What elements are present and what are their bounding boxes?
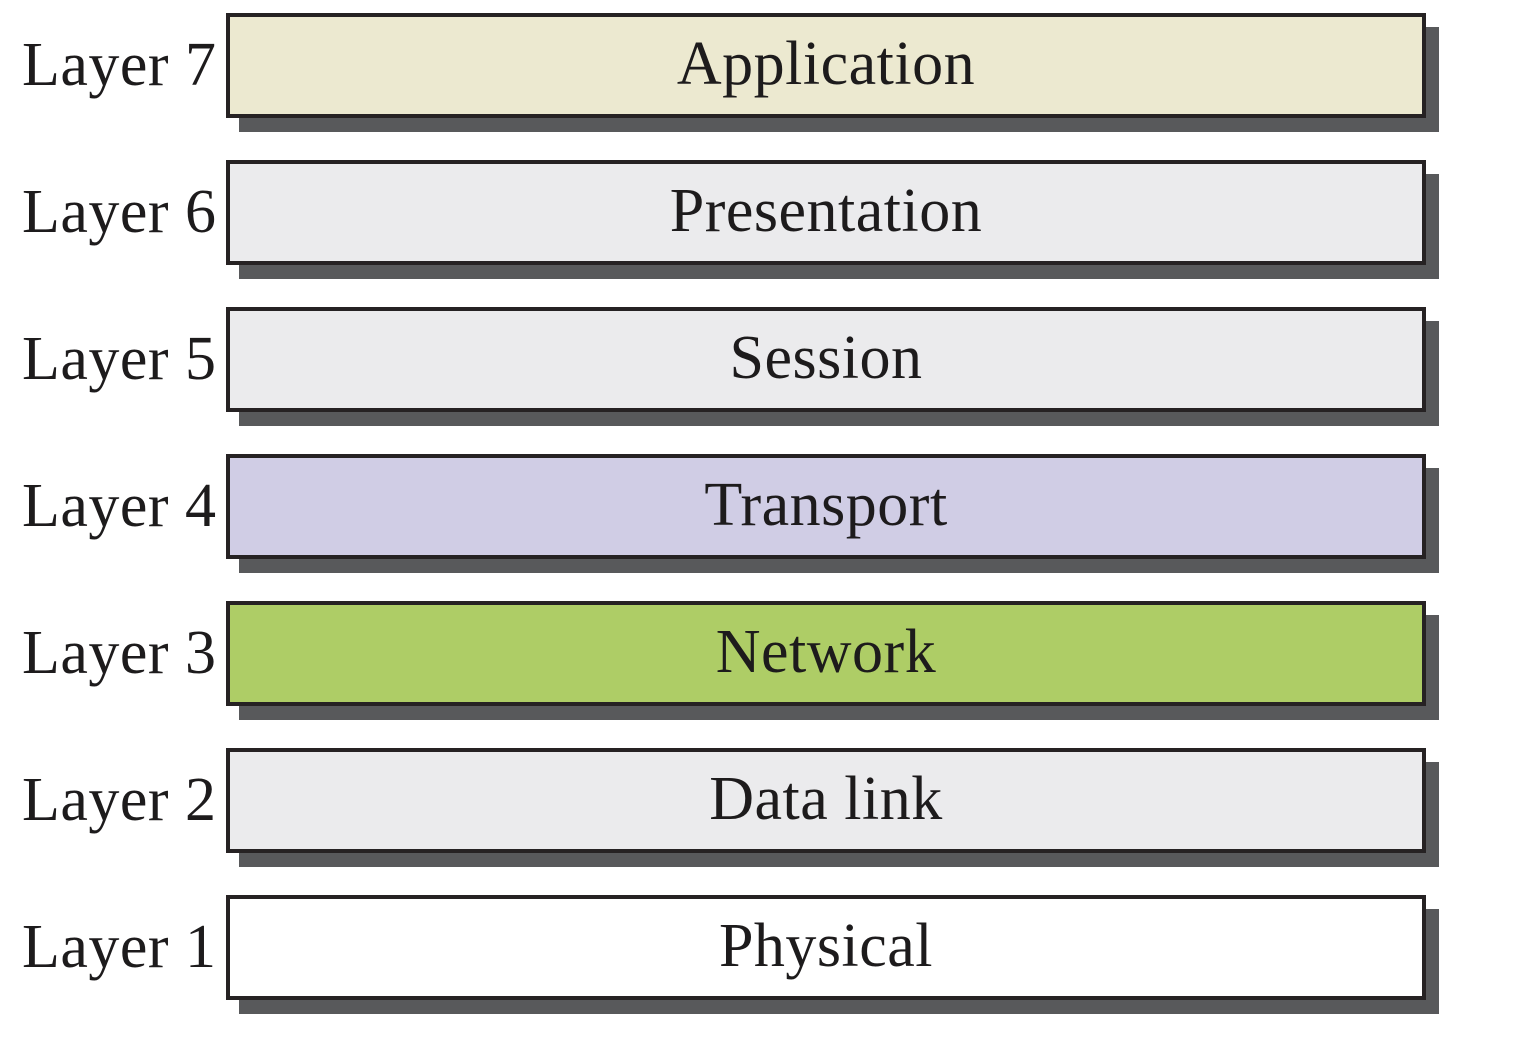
layer-number-label: Layer 1 xyxy=(22,913,217,981)
layer-bar: Session xyxy=(226,307,1426,412)
osi-layer-row: Layer 6 Presentation xyxy=(0,160,1534,265)
layer-name-label: Session xyxy=(729,323,923,392)
layer-name-label: Physical xyxy=(718,911,934,980)
layer-bar: Physical xyxy=(226,895,1426,1000)
layer-number-label: Layer 7 xyxy=(22,31,217,99)
layer-name-label: Network xyxy=(715,617,937,686)
layer-number-label: Layer 2 xyxy=(22,766,217,834)
osi-layer-row: Layer 5 Session xyxy=(0,307,1534,412)
layer-bar: Data link xyxy=(226,748,1426,853)
osi-layer-row: Layer 1 Physical xyxy=(0,895,1534,1000)
layer-bar: Application xyxy=(226,13,1426,118)
layer-bar: Presentation xyxy=(226,160,1426,265)
layer-name-label: Data link xyxy=(709,764,943,833)
layer-name-label: Transport xyxy=(704,470,948,539)
osi-layer-stack: Layer 7 Application Layer 6 Presentation… xyxy=(0,13,1534,1042)
osi-layer-row: Layer 4 Transport xyxy=(0,454,1534,559)
layer-number-label: Layer 4 xyxy=(22,472,217,540)
layer-number-label: Layer 3 xyxy=(22,619,217,687)
layer-number-label: Layer 5 xyxy=(22,325,217,393)
osi-layer-row: Layer 3 Network xyxy=(0,601,1534,706)
layer-number-label: Layer 6 xyxy=(22,178,217,246)
osi-layer-row: Layer 7 Application xyxy=(0,13,1534,118)
layer-name-label: Application xyxy=(676,29,976,98)
layer-name-label: Presentation xyxy=(669,176,983,245)
layer-bar: Transport xyxy=(226,454,1426,559)
osi-layer-row: Layer 2 Data link xyxy=(0,748,1534,853)
layer-bar: Network xyxy=(226,601,1426,706)
